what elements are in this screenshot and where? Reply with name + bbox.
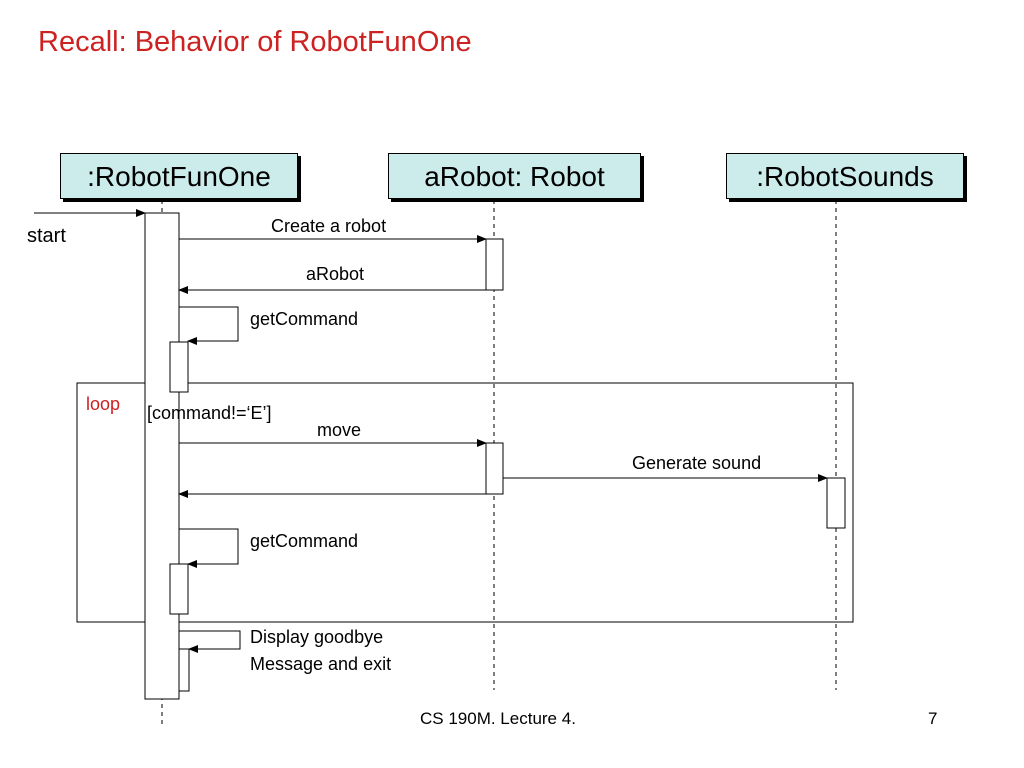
arrow-display-goodbye bbox=[179, 630, 241, 653]
activation-goodbye bbox=[178, 648, 190, 692]
label-start: start bbox=[27, 225, 66, 247]
label-move: move bbox=[317, 420, 362, 440]
activation-robotsounds bbox=[826, 477, 846, 529]
activation-getcommand-2 bbox=[169, 563, 189, 615]
activation-getcommand-1 bbox=[169, 341, 189, 393]
loop-label: loop bbox=[86, 394, 121, 414]
activation-arobot-move bbox=[485, 442, 504, 495]
loop-guard: [command!=‘E’] bbox=[147, 403, 272, 423]
label-return-arobot: aRobot bbox=[306, 264, 365, 284]
loop-frame bbox=[76, 382, 854, 623]
label-display-goodbye: Display goodbye bbox=[250, 627, 384, 647]
label-message-exit: Message and exit bbox=[250, 654, 392, 674]
arrow-getcommand-1 bbox=[179, 306, 239, 345]
label-generate-sound: Generate sound bbox=[632, 453, 762, 473]
arrow-getcommand-2 bbox=[179, 528, 239, 568]
footer-page-number: 7 bbox=[928, 709, 938, 728]
participant-arobot: aRobot: Robot bbox=[388, 153, 641, 199]
label-create-robot: Create a robot bbox=[271, 216, 387, 236]
activation-arobot-create bbox=[485, 238, 504, 291]
participant-robotsounds: :RobotSounds bbox=[726, 153, 964, 199]
participant-robotfunone: :RobotFunOne bbox=[60, 153, 298, 199]
activation-robotfunone-main bbox=[144, 212, 180, 700]
label-getcommand-1: getCommand bbox=[250, 309, 359, 329]
label-getcommand-2: getCommand bbox=[250, 531, 359, 551]
slide-title: Recall: Behavior of RobotFunOne bbox=[38, 26, 472, 58]
footer-course: CS 190M. Lecture 4. bbox=[420, 709, 576, 728]
